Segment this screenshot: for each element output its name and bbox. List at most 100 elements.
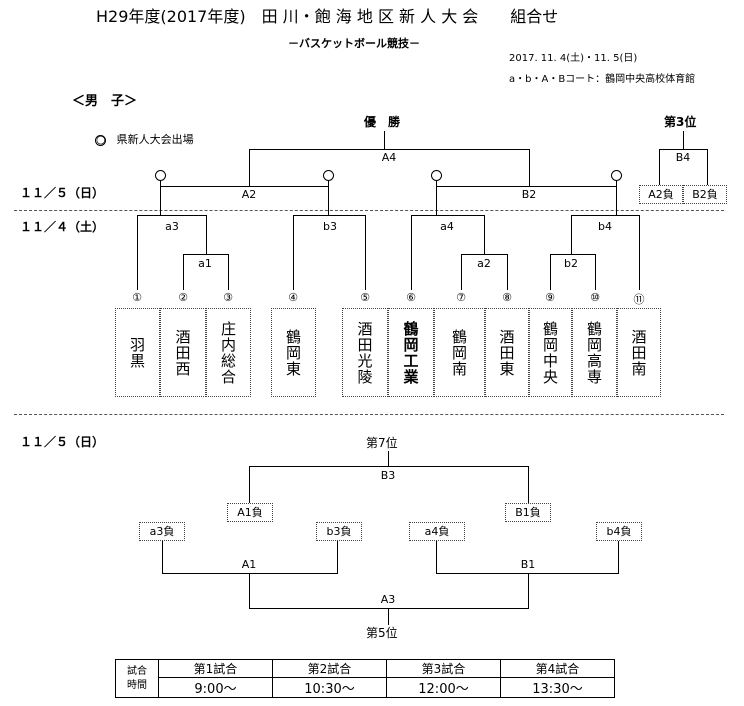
- seventh-place-label: 第7位: [366, 436, 398, 450]
- bracket-line: [461, 254, 507, 255]
- bracket-line: [529, 149, 530, 186]
- match-label-a3: a3: [152, 221, 192, 233]
- fifth-place-label: 第5位: [366, 626, 398, 640]
- bracket-line: [507, 254, 508, 290]
- team-box: 庄内総合: [206, 308, 251, 397]
- bracket-line: [411, 215, 484, 216]
- bracket-line: [249, 608, 529, 609]
- bracket-line: [137, 215, 206, 216]
- bracket-line: [293, 215, 365, 216]
- day-label-consolation: １１／５（日）: [20, 435, 105, 449]
- bracket-line: [550, 254, 551, 290]
- qualifier-circle-icon: [95, 135, 106, 146]
- bracket-line: [162, 573, 338, 574]
- bracket-line: [206, 215, 207, 254]
- bracket-line: [659, 149, 660, 185]
- bracket-line: [293, 215, 294, 290]
- bracket-line: [461, 254, 462, 290]
- match-label-b1-consolation: B1: [508, 559, 548, 571]
- bracket-line: [571, 215, 572, 254]
- match-label-a1: a1: [185, 258, 225, 270]
- event-dates: 2017. 11. 4(土)・11. 5(日): [509, 53, 638, 64]
- team-box: 酒田西: [160, 308, 206, 397]
- team-box: 酒田光陵: [342, 308, 388, 397]
- team-box: 酒田南: [617, 308, 661, 397]
- third-right-slot: B2負: [683, 185, 727, 204]
- team-box: 鶴岡中央: [529, 308, 572, 397]
- bracket-line: [436, 573, 619, 574]
- seed-number: ⑥: [406, 291, 416, 304]
- bracket-line: [639, 215, 640, 290]
- team-box: 羽黒: [115, 308, 160, 397]
- qualifier-circle-icon: [323, 170, 334, 181]
- team-box: 酒田東: [485, 308, 529, 397]
- bracket-line: [528, 466, 529, 503]
- seed-number: ⑦: [456, 291, 466, 304]
- a4-loser-slot: a4負: [409, 522, 465, 541]
- bracket-line: [249, 149, 529, 150]
- schedule-table: 試合 時間 第1試合 第2試合 第3試合 第4試合 9:00〜 10:30〜 1…: [115, 659, 615, 698]
- b1-loser-slot: B1負: [505, 503, 551, 522]
- schedule-game-2: 第2試合: [272, 659, 387, 678]
- bracket-line: [249, 466, 250, 503]
- divider: [14, 414, 724, 415]
- bracket-line: [411, 215, 412, 290]
- qualifier-circle-icon: [155, 170, 166, 181]
- bracket-line: [183, 254, 184, 290]
- schedule-game-3: 第3試合: [386, 659, 501, 678]
- schedule-game-4: 第4試合: [500, 659, 615, 678]
- bracket-line: [616, 181, 617, 215]
- seed-number: ⑧: [502, 291, 512, 304]
- bracket-line: [550, 254, 595, 255]
- legend-label: ○ 県新人大会出場: [96, 133, 194, 146]
- bracket-line: [436, 541, 437, 573]
- schedule-time-1: 9:00〜: [158, 677, 273, 698]
- bracket-line: [384, 131, 385, 149]
- seed-number: ①: [132, 291, 142, 304]
- match-label-b3-consolation: B3: [368, 470, 408, 482]
- b4-loser-slot: b4負: [596, 522, 642, 541]
- bracket-line: [683, 131, 684, 149]
- event-venue: a・b・A・Bコート：鶴岡中央高校体育館: [509, 74, 696, 85]
- bracket-line: [528, 573, 529, 608]
- match-label-a2-first: a2: [464, 258, 504, 270]
- bracket-line: [328, 181, 329, 215]
- bracket-line: [618, 541, 619, 573]
- match-label-a2: A2: [229, 189, 269, 201]
- schedule-row-label: 試合 時間: [115, 659, 159, 698]
- schedule-time-3: 12:00〜: [386, 677, 501, 698]
- team-box: 鶴岡東: [271, 308, 316, 397]
- a3-loser-slot: a3負: [139, 522, 185, 541]
- third-place-label: 第3位: [664, 115, 697, 129]
- bracket-line: [595, 254, 596, 290]
- seed-number: ②: [178, 291, 188, 304]
- b3-loser-slot: b3負: [316, 522, 362, 541]
- bracket-line: [162, 541, 163, 573]
- match-label-b4: b4: [585, 221, 625, 233]
- team-box: 鶴岡南: [434, 308, 485, 397]
- bracket-line: [484, 215, 485, 254]
- day-label-final: １１／５（日）: [20, 186, 105, 200]
- match-label-a3-consolation: A3: [368, 594, 408, 606]
- bracket-line: [160, 181, 161, 215]
- seed-number: ⑨: [545, 291, 555, 304]
- page-title: H29年度(2017年度) 田 川・飽 海 地 区 新 人 大 会 組合せ: [96, 7, 559, 26]
- page-subtitle: －バスケットボール競技－: [288, 37, 420, 50]
- schedule-time-2: 10:30〜: [272, 677, 387, 698]
- seed-number: ⑩: [590, 291, 600, 304]
- team-box: 鶴岡高専: [572, 308, 617, 397]
- bracket-line: [249, 149, 250, 186]
- match-label-b2-first: b2: [551, 258, 591, 270]
- schedule-label-time: 時間: [127, 679, 147, 691]
- divider: [14, 210, 724, 211]
- match-label-a4-quarter: a4: [427, 221, 467, 233]
- day-label-first: １１／４（土）: [20, 220, 105, 234]
- qualifier-circle-icon: [611, 170, 622, 181]
- bracket-line: [137, 215, 138, 290]
- team-box: 鶴岡工業: [388, 308, 434, 397]
- qualifier-circle-icon: [431, 170, 442, 181]
- match-label-a1-consolation: A1: [229, 559, 269, 571]
- schedule-game-1: 第1試合: [158, 659, 273, 678]
- bracket-line: [249, 466, 528, 467]
- bracket-line: [659, 149, 707, 150]
